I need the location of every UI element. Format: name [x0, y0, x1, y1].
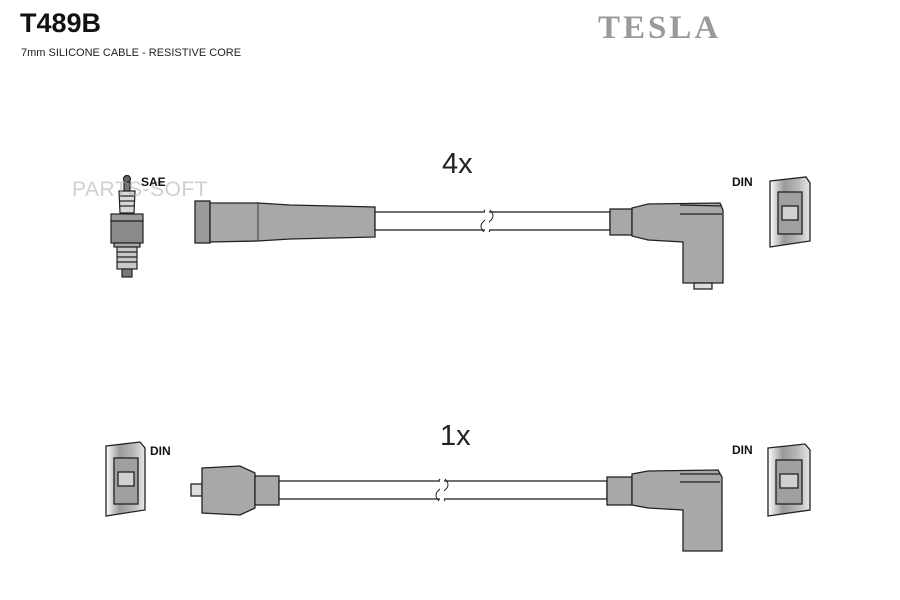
- part-number: T489B: [20, 8, 102, 38]
- din-socket-icon: [767, 443, 811, 517]
- angled-distributor-boot: [606, 469, 723, 552]
- cable-description: 7mm SILICONE CABLE - RESISTIVE CORE: [21, 47, 242, 59]
- din-label: DIN: [732, 443, 753, 457]
- silicone-cable: [374, 209, 611, 233]
- quantity-label: 4x: [442, 148, 473, 180]
- straight-coil-boot: [190, 465, 280, 516]
- spark-plug-icon: [110, 174, 144, 278]
- silicone-cable: [278, 478, 608, 502]
- watermark: PARTS-SOFT: [72, 178, 209, 201]
- din-socket-icon: [769, 176, 811, 248]
- angled-distributor-boot: [609, 202, 724, 290]
- quantity-label: 1x: [440, 420, 471, 452]
- din-socket-icon: [105, 441, 146, 517]
- din-label: DIN: [150, 444, 171, 458]
- straight-plug-boot: [194, 200, 376, 244]
- brand-logo: TESLA: [598, 10, 722, 46]
- sae-label: SAE: [141, 175, 166, 189]
- din-label: DIN: [732, 175, 753, 189]
